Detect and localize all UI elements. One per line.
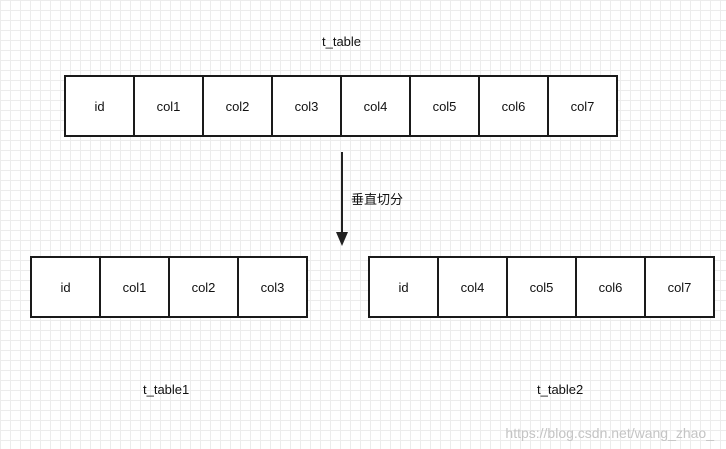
down-arrow-icon	[336, 152, 348, 246]
top-table-cell: col5	[409, 75, 480, 137]
top-table-cell: col6	[478, 75, 549, 137]
right-table-title: t_table2	[537, 382, 584, 397]
right-table-cell: col5	[506, 256, 577, 318]
left-table-title: t_table1	[143, 382, 190, 397]
top-table-cell: col2	[202, 75, 273, 137]
top-table-cell: col4	[340, 75, 411, 137]
left-table-row: id col1 col2 col3	[30, 256, 308, 318]
right-table-cell: col6	[575, 256, 646, 318]
top-table-cell: col1	[133, 75, 204, 137]
right-table-cell: col7	[644, 256, 715, 318]
left-table-cell: col3	[237, 256, 308, 318]
top-table-row: id col1 col2 col3 col4 col5 col6 col7	[64, 75, 618, 137]
top-table-cell: col7	[547, 75, 618, 137]
left-table-cell: col2	[168, 256, 239, 318]
top-table-cell: col3	[271, 75, 342, 137]
split-label: 垂直切分	[351, 192, 404, 207]
left-table-cell: col1	[99, 256, 170, 318]
top-table-cell: id	[64, 75, 135, 137]
right-table-cell: col4	[437, 256, 508, 318]
right-table-row: id col4 col5 col6 col7	[368, 256, 715, 318]
right-table-cell: id	[368, 256, 439, 318]
top-table-title: t_table	[322, 34, 362, 49]
watermark: https://blog.csdn.net/wang_zhao_	[505, 425, 714, 441]
left-table-cell: id	[30, 256, 101, 318]
